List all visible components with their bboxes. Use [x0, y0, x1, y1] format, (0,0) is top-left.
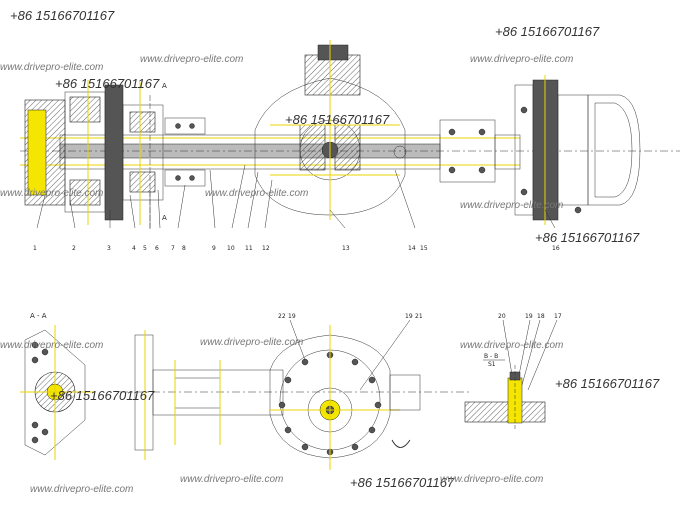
detail-scale-label: S1 — [488, 361, 496, 368]
watermark-phone: +86 15166701167 — [285, 112, 390, 127]
part-number-21: 21 — [415, 313, 423, 320]
watermark-phone: +86 15166701167 — [535, 230, 640, 245]
section-mark-a-top: A — [162, 82, 167, 90]
part-number-3: 3 — [107, 245, 111, 252]
part-number-19-detail: 19 — [525, 313, 533, 320]
part-number-2: 2 — [72, 245, 76, 252]
watermark-site: www.drivepro-elite.com — [0, 62, 103, 73]
watermark-site: www.drivepro-elite.com — [470, 54, 573, 65]
part-number-4: 4 — [132, 245, 136, 252]
part-number-15: 15 — [420, 245, 428, 252]
part-number-11: 11 — [245, 245, 253, 252]
watermark-phone: +86 15166701167 — [350, 475, 455, 490]
part-number-20: 20 — [498, 313, 506, 320]
part-number-22: 22 — [278, 313, 286, 320]
watermark-site: www.drivepro-elite.com — [30, 484, 133, 495]
axle-plan-view: 22 19 19 21 — [120, 313, 470, 470]
part-number-8: 8 — [182, 245, 186, 252]
watermark-site: www.drivepro-elite.com — [460, 340, 563, 351]
part-number-10: 10 — [227, 245, 235, 252]
watermark-site: www.drivepro-elite.com — [0, 188, 103, 199]
section-mark-a-bottom: A — [162, 214, 167, 222]
section-a-a-view: A - A — [20, 312, 95, 460]
watermark-phone: +86 15166701167 — [555, 376, 660, 391]
watermark-phone: +86 15166701167 — [50, 388, 155, 403]
watermark-site: www.drivepro-elite.com — [460, 200, 563, 211]
watermark-site: www.drivepro-elite.com — [200, 337, 303, 348]
part-number-13: 13 — [342, 245, 350, 252]
detail-b-b-view: 20 19 18 17 B - B S1 — [464, 313, 562, 430]
top-part-numbers: 1 2 3 4 5 6 7 8 9 10 11 12 13 14 15 16 A… — [33, 82, 560, 252]
part-number-7: 7 — [171, 245, 175, 252]
part-number-9: 9 — [212, 245, 216, 252]
detail-b-b-label: B - B — [484, 353, 498, 360]
housing-bolt-circle — [278, 351, 382, 456]
watermark-phone: +86 15166701167 — [10, 8, 115, 23]
part-number-1: 1 — [33, 245, 37, 252]
watermark-site: www.drivepro-elite.com — [440, 474, 543, 485]
part-number-18: 18 — [537, 313, 545, 320]
watermark-site-layer: www.drivepro-elite.com www.drivepro-elit… — [0, 54, 573, 495]
part-number-6: 6 — [155, 245, 159, 252]
watermark-site: www.drivepro-elite.com — [140, 54, 243, 65]
axle-section-view — [20, 40, 680, 225]
watermark-site: www.drivepro-elite.com — [0, 340, 103, 351]
part-number-19-plan-right: 19 — [405, 313, 413, 320]
part-number-16: 16 — [552, 245, 560, 252]
part-number-12: 12 — [262, 245, 270, 252]
part-number-17: 17 — [554, 313, 562, 320]
part-number-5: 5 — [143, 245, 147, 252]
watermark-site: www.drivepro-elite.com — [205, 188, 308, 199]
watermark-site: www.drivepro-elite.com — [180, 474, 283, 485]
part-number-19-plan: 19 — [288, 313, 296, 320]
top-leader-lines — [36, 95, 556, 230]
watermark-phone: +86 15166701167 — [495, 24, 600, 39]
watermark-phone: +86 15166701167 — [55, 76, 160, 91]
section-a-a-label: A - A — [30, 312, 47, 320]
watermark-phone-layer: +86 15166701167 +86 15166701167 +86 1516… — [10, 8, 660, 490]
part-number-14: 14 — [408, 245, 416, 252]
